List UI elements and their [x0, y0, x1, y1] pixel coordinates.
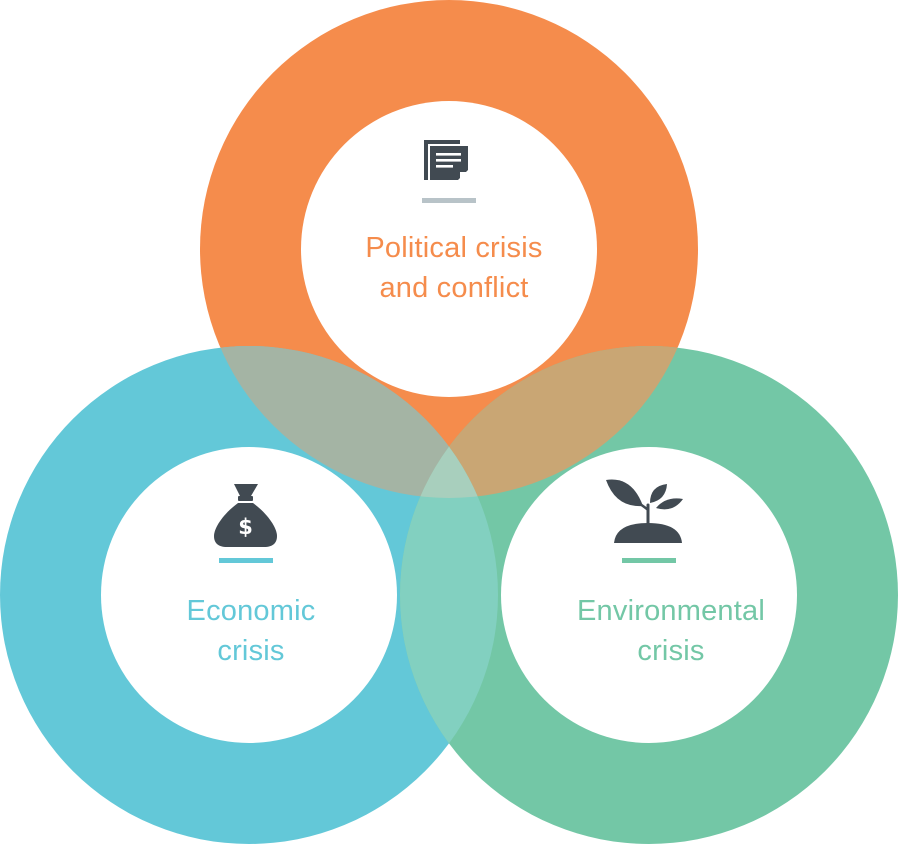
- documents-icon: [424, 140, 468, 180]
- political-label-line-1: Political crisis: [365, 232, 543, 264]
- economic-label-line-1: Economic: [186, 595, 316, 627]
- political-underline: [422, 198, 476, 203]
- overlap-political-environmental: [400, 346, 698, 498]
- political-label-line-2: and conflict: [379, 272, 529, 304]
- economic-inner-disc: [101, 447, 397, 743]
- currency-symbol: $: [238, 515, 253, 539]
- environmental-underline: [622, 558, 676, 563]
- economic-label-line-2: crisis: [217, 635, 285, 667]
- sprout-icon: [606, 479, 683, 543]
- economic-underline: [219, 558, 273, 563]
- environmental-inner-disc: [501, 447, 797, 743]
- political-inner-disc: [301, 101, 597, 397]
- political-crisis-label: Political crisis and conflict: [334, 228, 574, 308]
- environmental-label-line-1: Environmental: [577, 595, 765, 627]
- overlap-political-economic: [200, 346, 498, 498]
- environmental-crisis-label: Environmental crisis: [551, 591, 791, 671]
- economic-crisis-label: Economic crisis: [131, 591, 371, 671]
- money-bag-icon: $: [214, 484, 277, 547]
- environmental-label-line-2: crisis: [637, 635, 705, 667]
